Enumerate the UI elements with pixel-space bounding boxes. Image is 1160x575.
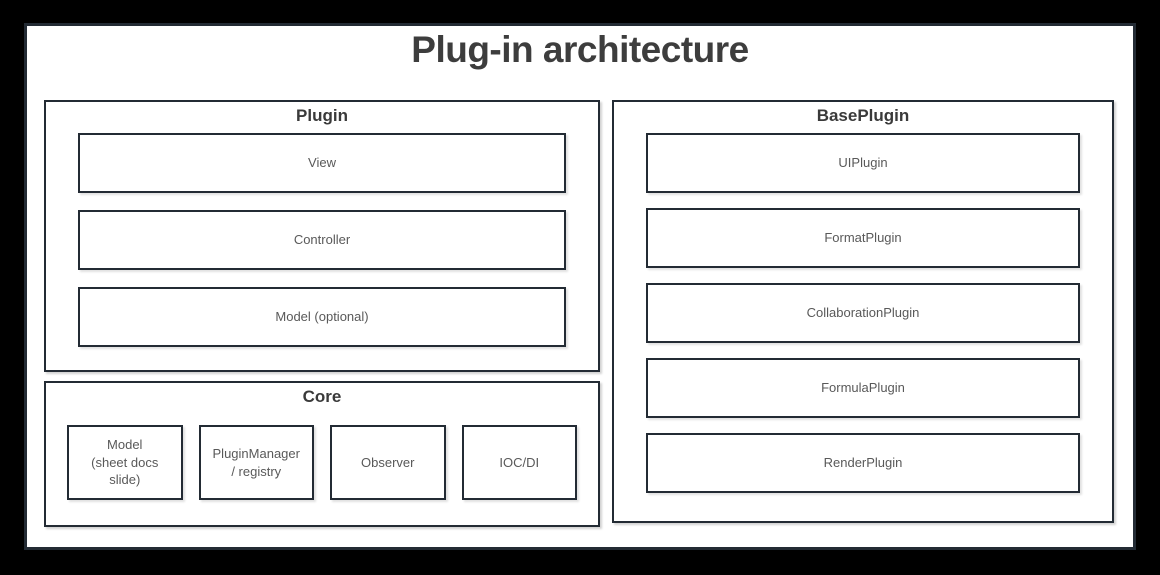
base-plugin-group: BasePlugin UIPlugin FormatPlugin Collabo… bbox=[612, 100, 1114, 523]
node-model-optional: Model (optional) bbox=[78, 287, 566, 347]
base-plugin-group-stack: UIPlugin FormatPlugin CollaborationPlugi… bbox=[614, 133, 1112, 493]
node-collaboration-plugin: CollaborationPlugin bbox=[646, 283, 1080, 343]
plugin-group-stack: View Controller Model (optional) bbox=[46, 133, 598, 347]
core-group-title: Core bbox=[302, 387, 342, 406]
core-group-row: Model (sheet docs slide) PluginManager /… bbox=[46, 425, 598, 500]
base-plugin-group-title: BasePlugin bbox=[816, 106, 910, 125]
node-model-sheet-docs-slide: Model (sheet docs slide) bbox=[67, 425, 183, 500]
diagram-title: Plug-in architecture bbox=[411, 29, 749, 70]
plugin-group-title: Plugin bbox=[296, 106, 348, 125]
plugin-group: Plugin View Controller Model (optional) bbox=[44, 100, 600, 372]
core-group: Core Model (sheet docs slide) PluginMana… bbox=[44, 381, 600, 527]
node-plugin-manager-registry: PluginManager / registry bbox=[198, 425, 314, 500]
node-view: View bbox=[78, 133, 566, 193]
node-ui-plugin: UIPlugin bbox=[646, 133, 1080, 193]
node-observer: Observer bbox=[330, 425, 446, 500]
node-controller: Controller bbox=[78, 210, 566, 270]
node-format-plugin: FormatPlugin bbox=[646, 208, 1080, 268]
node-render-plugin: RenderPlugin bbox=[646, 433, 1080, 493]
slide-page: Plug-in architecture Plugin View Control… bbox=[24, 23, 1136, 550]
node-formula-plugin: FormulaPlugin bbox=[646, 358, 1080, 418]
node-ioc-di: IOC/DI bbox=[461, 425, 577, 500]
